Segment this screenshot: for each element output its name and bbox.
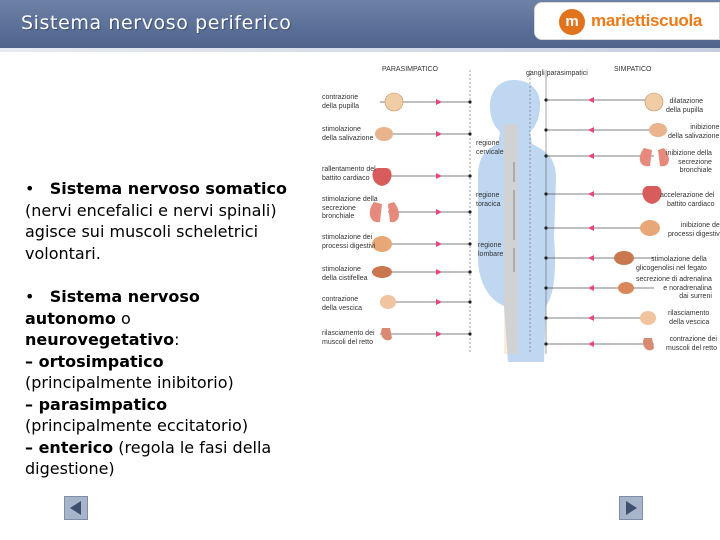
label-left-4: stimolazione dei processi digestivi bbox=[322, 234, 376, 250]
label-parasympathetic-ganglia: gangli parasimpatici bbox=[526, 70, 588, 77]
autonomic-line-2: autonomo o bbox=[25, 308, 325, 330]
autonomic-nervous-system-diagram: PARASIMPATICO gangli parasimpatici SIMPA… bbox=[318, 62, 720, 362]
nerve-arrows bbox=[436, 97, 594, 347]
label-sympathetic: SIMPATICO bbox=[614, 66, 652, 73]
bullet-icon: • bbox=[25, 287, 35, 306]
label-left-5: stimolazione della cistifellea bbox=[322, 266, 368, 282]
autonomo-term: autonomo bbox=[25, 308, 116, 328]
header-divider bbox=[0, 48, 720, 52]
slide-body-text: • Sistema nervoso somatico (nervi encefa… bbox=[25, 178, 325, 480]
label-right-4: inibizione dei processi digestivi bbox=[668, 222, 720, 238]
somatic-line-2: agisce sui muscoli scheletrici bbox=[25, 222, 259, 241]
previous-slide-button[interactable] bbox=[64, 496, 88, 520]
logo-text: mariettiscuola bbox=[591, 11, 703, 30]
enterico-desc: (regola le fasi della bbox=[113, 437, 272, 457]
right-nerve-lines bbox=[546, 99, 654, 345]
somatic-title: Sistema nervoso somatico bbox=[49, 179, 288, 198]
dash: – bbox=[25, 394, 39, 414]
ortho-desc: (principalmente inibitorio) bbox=[25, 373, 234, 392]
parasimpatico-term: parasimpatico bbox=[38, 394, 168, 414]
next-slide-button[interactable] bbox=[619, 496, 643, 520]
somatic-line-3: volontari. bbox=[25, 243, 101, 263]
diagram-drawing bbox=[369, 70, 669, 362]
label-region-lumbar: regione lombare bbox=[478, 242, 504, 258]
bullet-autonomic-heading: • Sistema nervoso bbox=[25, 286, 325, 308]
previous-arrow-icon bbox=[70, 501, 81, 515]
enteric-desc-2: digestione) bbox=[25, 459, 115, 478]
label-left-7: rilasciamento dei muscoli del retto bbox=[322, 330, 375, 346]
autonomo-rest: o bbox=[115, 308, 131, 328]
label-region-cervical: regione cervicale bbox=[476, 140, 504, 156]
dash: – bbox=[25, 437, 39, 457]
title-bar: Sistema nervoso periferico m mariettiscu… bbox=[0, 0, 720, 48]
slide-title: Sistema nervoso periferico bbox=[21, 12, 292, 34]
publisher-logo: m mariettiscuola bbox=[534, 2, 720, 40]
autonomic-line-3: neurovegetativo: bbox=[25, 329, 325, 351]
label-region-thoracic: regione toracica bbox=[476, 192, 501, 208]
label-right-1: inibizione della salivazione bbox=[668, 124, 720, 140]
bullet-icon: • bbox=[25, 179, 35, 198]
enterico-term: enterico bbox=[38, 437, 114, 457]
neurovegetativo-term: neurovegetativo bbox=[25, 330, 175, 349]
bullet-somatic-heading: • Sistema nervoso somatico bbox=[25, 178, 325, 200]
label-right-7: rilasciamento della vescica bbox=[668, 310, 710, 326]
ortosimpatico-term: ortosimpatico bbox=[38, 351, 164, 371]
label-left-0: contrazione della pupilla bbox=[322, 94, 359, 110]
autonomic-title: Sistema nervoso bbox=[49, 287, 200, 306]
para-line: – parasimpatico bbox=[25, 394, 325, 416]
left-organs bbox=[369, 92, 404, 341]
label-parasympathetic: PARASIMPATICO bbox=[382, 66, 439, 73]
label-right-6: secrezione di adrenalina e noradrenalina… bbox=[636, 276, 712, 300]
next-arrow-icon bbox=[626, 501, 637, 515]
label-right-8: contrazione dei muscoli del retto bbox=[666, 336, 717, 352]
ganglion-dots bbox=[468, 98, 548, 346]
somatic-line-1: (nervi encefalici e nervi spinali) bbox=[25, 200, 277, 220]
label-right-2: inibizione della secrezione bronchiale bbox=[666, 150, 712, 174]
dash: – bbox=[25, 351, 39, 371]
para-desc: (principalmente eccitatorio) bbox=[25, 416, 249, 435]
body-silhouette bbox=[478, 80, 556, 362]
label-right-3: accelerazione del battito cardiaco bbox=[660, 192, 715, 208]
enteric-line: – enterico (regola le fasi della bbox=[25, 437, 325, 459]
logo-mark-icon: m bbox=[559, 9, 585, 35]
neurovegetativo-rest: : bbox=[174, 330, 180, 349]
label-left-3: stimolazione della secrezione bronchiale bbox=[322, 196, 378, 220]
ortho-line: – ortosimpatico bbox=[25, 351, 325, 373]
label-right-5: stimolazione della glicogenolisi nel feg… bbox=[636, 256, 707, 272]
right-organs bbox=[614, 92, 669, 351]
left-nerve-lines bbox=[380, 101, 470, 335]
label-left-6: contrazione della vescica bbox=[322, 296, 363, 312]
label-left-2: rallentamento del battito cardiaco bbox=[322, 166, 376, 182]
label-right-0: dilatazione della pupilla bbox=[666, 98, 703, 114]
label-left-1: stimolazione della salivazione bbox=[322, 126, 374, 142]
spine bbox=[504, 124, 518, 354]
